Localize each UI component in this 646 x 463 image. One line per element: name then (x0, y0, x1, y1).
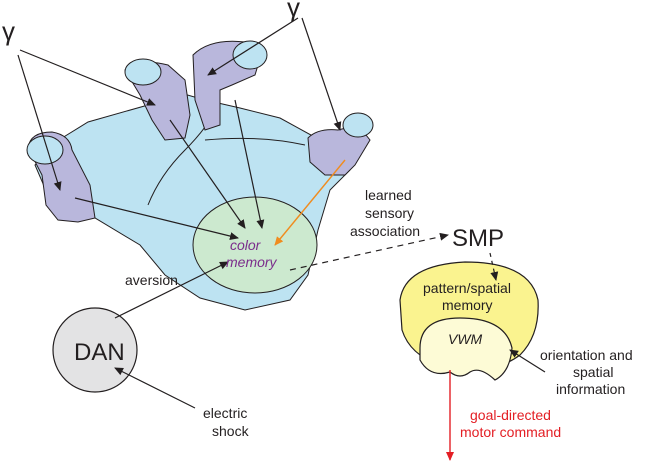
lobe-middle-right-cap (232, 40, 268, 70)
goal-directed-label-line1: goal-directed (470, 407, 551, 423)
pattern-memory-label-line2: memory (442, 297, 493, 313)
lobe-middle-left-cap (124, 58, 162, 86)
arrow-shock-to-dan (114, 367, 196, 409)
arrow-dan-to-memory (114, 261, 229, 319)
orientation-label-line3: information (556, 381, 625, 397)
mb-division-line (147, 119, 211, 206)
electric-shock-label-line1: electric (203, 405, 247, 421)
learned-label-line1: learned (365, 187, 412, 203)
gamma-top-right-label: γ (287, 0, 300, 22)
gamma-left-label: γ (2, 16, 15, 46)
orientation-label-line2: spatial (573, 364, 613, 380)
arrow-orientation-to-vwm (509, 349, 546, 373)
electric-shock-label-line2: shock (212, 423, 250, 439)
lobe-left-cap (26, 135, 64, 165)
arrow-lobe-to-memory-3 (234, 99, 265, 229)
mb-division-line (204, 137, 306, 146)
arrow-lobe-to-memory-2 (169, 119, 246, 229)
arrow-gamma-top-1 (207, 17, 299, 76)
arrow-orange-lobe-to-memory (274, 159, 346, 246)
vwm-shape (419, 317, 513, 381)
arrow-gamma-left-2 (19, 49, 156, 106)
aversion-label: aversion (125, 272, 178, 288)
color-memory-label-line2: memory (226, 254, 278, 270)
smp-label: SMP (452, 225, 504, 252)
pattern-memory-label-line1: pattern/spatial (423, 280, 511, 296)
dan-label: DAN (74, 339, 125, 366)
color-memory-label-line1: color (230, 237, 262, 253)
arrow-dashed-memory-to-smp (289, 232, 449, 271)
orientation-label-line1: orientation and (540, 347, 633, 363)
arrow-gamma-left-1 (17, 54, 62, 191)
lobe-right-cap (342, 112, 374, 138)
vwm-label: VWM (448, 331, 483, 347)
goal-directed-label-line2: motor command (460, 424, 561, 440)
learned-label-line3: association (350, 223, 420, 239)
arrow-lobe-to-memory-1 (74, 197, 239, 240)
learned-label-line2: sensory (365, 205, 414, 221)
arrow-gamma-top-2 (301, 17, 342, 131)
